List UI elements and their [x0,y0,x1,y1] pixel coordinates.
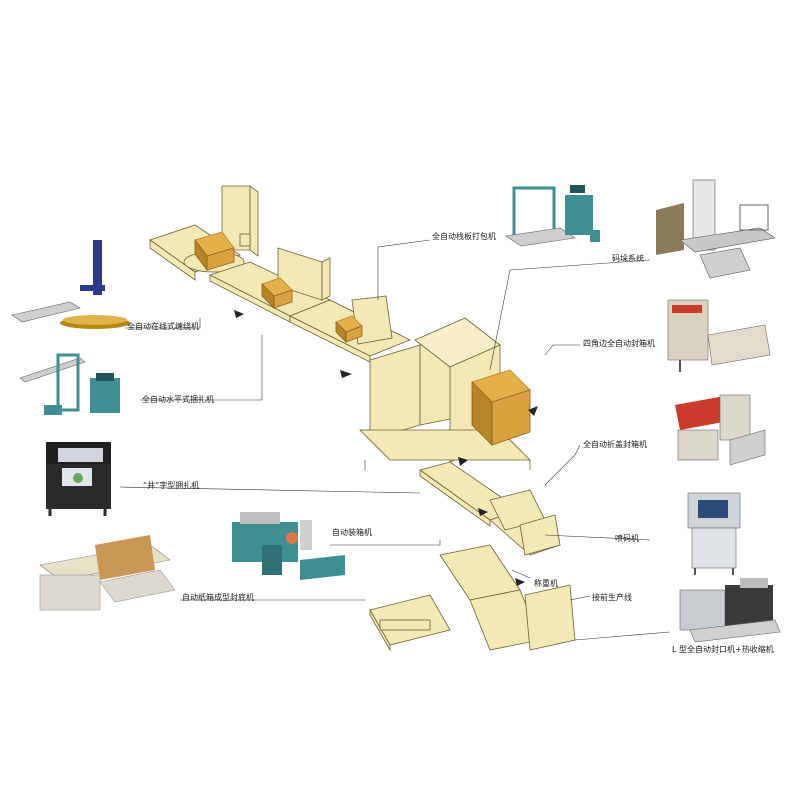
fold-cover-sealer-icon [675,394,766,466]
palletizer-frame [359,317,531,470]
central-line [149,185,576,652]
cross-strapper-station [335,295,393,345]
label-cross-strapper: “井”字型捆扎机 [143,481,200,490]
shrink-wrap-machine-icon [679,578,781,643]
strapper-station [261,247,331,309]
label-pallet-strapper: 全自动栈板打包机 [432,232,496,241]
case-packer-icon [232,512,345,580]
label-four-corner-sealer: 四角边全自动封箱机 [583,339,655,348]
label-horizontal-strapper: 全自动水平式捆扎机 [142,395,214,404]
label-carton-erector: 自动纸箱成型封底机 [182,593,254,602]
leader-lines [119,239,671,641]
label-online-wrapper: 全自动在线式缠绕机 [127,322,199,331]
sealer-station [489,489,561,556]
pallet-strapper-icon [505,185,600,247]
label-case-packer: 自动装箱机 [332,528,372,537]
flow-arrows [234,310,538,586]
palletizer-icon [656,179,776,279]
label-palletizer: 码垛系统 [612,254,644,263]
lower-conveyor [439,544,576,651]
label-weigher: 称重机 [534,579,558,588]
stretch-wrapper-icon [11,240,130,329]
four-corner-sealer-icon [667,299,771,372]
strapping-machine-icon [46,442,111,516]
label-inkjet: 喷码机 [615,534,639,543]
wrapper-station [149,185,259,281]
label-fold-cover-sealer: 全自动折盖封箱机 [583,440,647,449]
label-production-line: 接前生产线 [592,593,632,602]
carton-erector-icon [39,535,176,611]
horizontal-strapper-icon [19,353,120,415]
erector-basket [369,594,451,652]
inkjet-printer-icon [687,492,741,575]
label-shrink-machine: L 型全自动封口机+热收缩机 [672,645,774,654]
